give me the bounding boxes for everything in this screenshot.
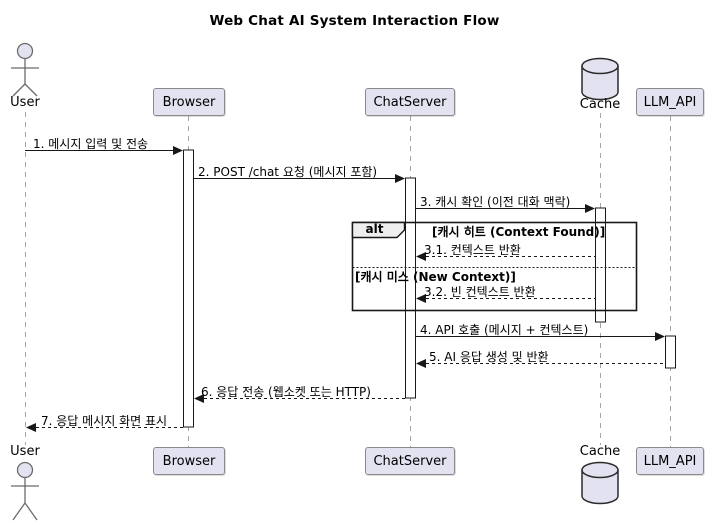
message-3-2-arrow [416,294,595,303]
chatserver-activation [405,177,416,399]
cache-activation [595,207,606,323]
message-2-arrow [194,174,405,183]
message-6-label: 6. 응답 전송 (웹소켓 또는 HTTP) [201,385,371,399]
message-3-label: 3. 캐시 확인 (이전 대화 맥락) [420,195,571,209]
llm-api-activation [665,335,676,369]
message-6-arrow [194,394,405,403]
user-actor-icon [11,42,39,97]
participant-user-label-bottom: User [10,444,40,459]
diagram-title: Web Chat AI System Interaction Flow [209,13,500,29]
message-3-arrow [416,204,595,213]
alt-operator-pentagon [351,221,406,239]
cache-database-icon-bottom [581,461,619,505]
message-5-arrow [416,359,665,368]
message-3-2-label: 3.2. 빈 컨텍스트 반환 [424,285,536,299]
message-1-arrow [25,146,183,155]
participant-chatserver-top: ChatServer [365,88,455,116]
alt-frame [351,221,638,312]
browser-activation [183,149,194,428]
message-2-label: 2. POST /chat 요청 (메시지 포함) [198,165,378,179]
message-5-label: 5. AI 응답 생성 및 반환 [429,350,549,364]
participant-browser-top: Browser [153,88,225,116]
participant-cache-label-top: Cache [579,97,621,112]
message-4-label: 4. API 호출 (메시지 + 컨텍스트) [420,323,589,337]
activation-bars [183,149,676,428]
message-4-arrow [416,332,665,341]
participant-user-label-top: User [10,95,40,110]
participant-llm-api-bottom: LLM_API [636,447,704,475]
user-actor-icon-bottom [11,461,39,521]
message-3-1-label: 3.1. 컨텍스트 반환 [424,243,521,257]
alt-guard-cache-miss: [캐시 미스 (New Context)] [355,270,516,284]
message-7-label: 7. 응답 메시지 화면 표시 [41,414,168,428]
participant-chatserver-bottom: ChatServer [365,447,455,475]
message-arrows [25,146,665,432]
message-3-1-arrow [416,252,595,261]
message-1-label: 1. 메시지 입력 및 전송 [33,137,149,151]
participant-browser-bottom: Browser [153,447,225,475]
message-7-arrow [26,423,183,432]
alt-operator-label: alt [365,222,384,236]
alt-guard-cache-hit: [캐시 히트 (Context Found)] [432,225,606,239]
cache-database-icon [581,57,619,101]
participant-cache-label-bottom: Cache [579,444,621,459]
participant-llm-api-top: LLM_API [636,88,704,116]
